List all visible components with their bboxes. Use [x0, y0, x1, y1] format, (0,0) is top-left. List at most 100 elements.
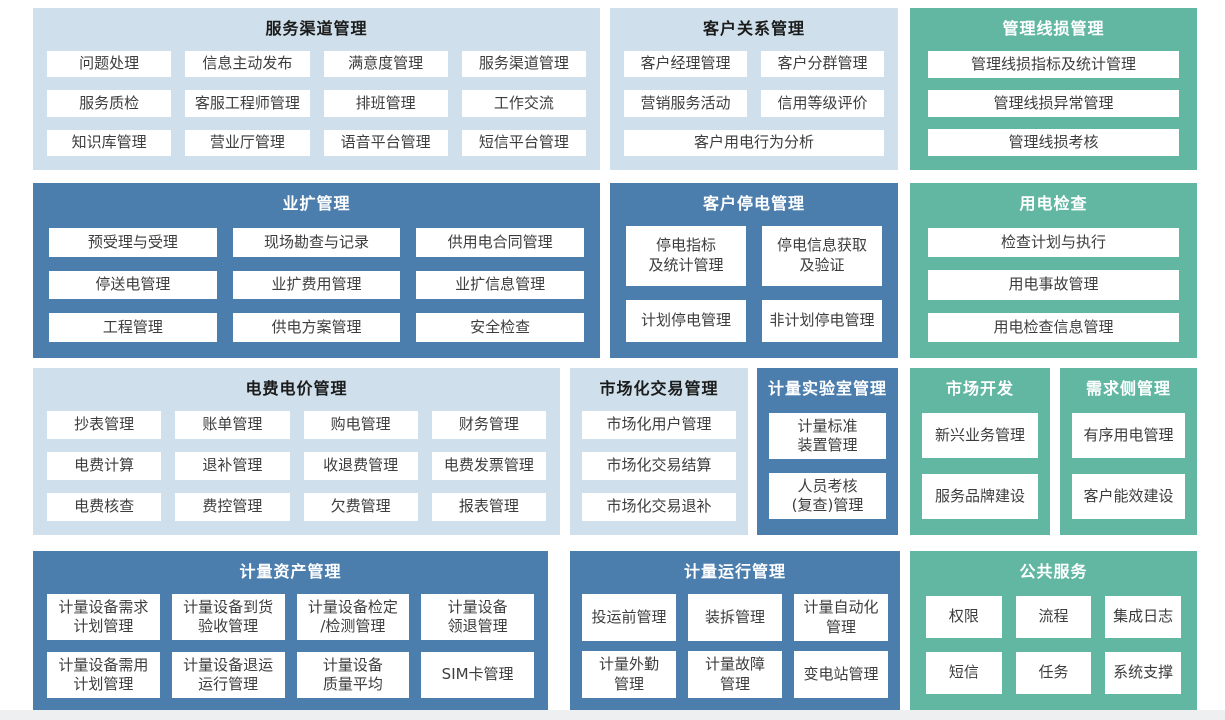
panel-crm: 客户关系管理客户经理管理客户分群管理营销服务活动信用等级评价客户用电行为分析 — [610, 8, 898, 170]
module-item: 服务渠道管理 — [461, 51, 586, 78]
panel-inspection: 用电检查检查计划与执行用电事故管理用电检查信息管理 — [910, 183, 1197, 358]
module-item: 计划停电管理 — [626, 299, 746, 342]
module-item: SIM卡管理 — [421, 652, 534, 698]
panel-line-loss: 管理线损管理管理线损指标及统计管理管理线损异常管理管理线损考核 — [910, 8, 1197, 170]
module-item: 集成日志 — [1105, 596, 1181, 638]
module-item: 业扩信息管理 — [416, 270, 584, 300]
module-item: 短信平台管理 — [461, 129, 586, 156]
module-item: 计量设备检定 /检测管理 — [296, 594, 410, 640]
panel-title: 计量实验室管理 — [767, 379, 887, 398]
panel-demand-side: 需求侧管理有序用电管理客户能效建设 — [1060, 368, 1197, 535]
module-item: 任务 — [1015, 652, 1092, 694]
panel-public-services: 公共服务权限流程集成日志短信任务系统支撑 — [910, 551, 1197, 710]
module-item: 管理线损异常管理 — [928, 90, 1179, 117]
panel-title: 电费电价管理 — [245, 379, 348, 398]
panel-items: 管理线损指标及统计管理管理线损异常管理管理线损考核 — [910, 41, 1197, 170]
module-item: 知识库管理 — [47, 129, 172, 156]
module-item: 抄表管理 — [47, 411, 162, 439]
module-item: 服务质检 — [47, 90, 172, 117]
module-item: 用电检查信息管理 — [928, 312, 1179, 342]
module-item: 计量设备 质量平均 — [296, 652, 410, 698]
panel-title: 需求侧管理 — [1085, 379, 1171, 398]
panel-items: 计量标准 装置管理人员考核 (复查)管理 — [757, 401, 898, 535]
module-item: 客户能效建设 — [1072, 474, 1185, 519]
module-item: 客服工程师管理 — [185, 90, 310, 117]
module-item: 预受理与受理 — [49, 228, 217, 257]
bottom-strip — [0, 710, 1225, 720]
module-item: 计量设备到货 验收管理 — [171, 594, 285, 640]
module-item: 供电方案管理 — [232, 313, 401, 342]
panel-title: 计量运行管理 — [683, 562, 786, 581]
module-item: 检查计划与执行 — [928, 228, 1179, 258]
panel-items: 投运前管理装拆管理计量自动化 管理计量外勤 管理计量故障 管理变电站管理 — [570, 584, 900, 710]
module-item: 停电信息获取 及验证 — [762, 226, 882, 286]
module-item: 服务品牌建设 — [922, 474, 1038, 519]
module-item: 问题处理 — [47, 51, 172, 78]
module-item: 排班管理 — [323, 90, 448, 117]
panel-items: 客户经理管理客户分群管理营销服务活动信用等级评价客户用电行为分析 — [610, 41, 898, 170]
module-item: 语音平台管理 — [323, 129, 448, 156]
panel-items: 检查计划与执行用电事故管理用电检查信息管理 — [910, 216, 1197, 358]
panel-metering-ops: 计量运行管理投运前管理装拆管理计量自动化 管理计量外勤 管理计量故障 管理变电站… — [570, 551, 900, 710]
panel-tariff: 电费电价管理抄表管理账单管理购电管理财务管理电费计算退补管理收退费管理电费发票管… — [33, 368, 560, 535]
panel-items: 市场化用户管理市场化交易结算市场化交易退补 — [570, 401, 748, 535]
module-item: 有序用电管理 — [1072, 413, 1185, 458]
module-item: 计量外勤 管理 — [582, 651, 676, 698]
module-item: 停电指标 及统计管理 — [626, 226, 746, 286]
panel-title: 用电检查 — [1019, 194, 1088, 213]
panel-title: 服务渠道管理 — [265, 19, 368, 38]
panel-title: 业扩管理 — [282, 194, 351, 213]
panel-items: 问题处理信息主动发布满意度管理服务渠道管理服务质检客服工程师管理排班管理工作交流… — [33, 41, 600, 170]
module-item: 营业厅管理 — [185, 129, 310, 156]
module-item: 市场化用户管理 — [582, 411, 736, 439]
module-item: 计量设备需用 计划管理 — [47, 652, 160, 698]
module-item: 购电管理 — [303, 411, 418, 439]
panel-items: 抄表管理账单管理购电管理财务管理电费计算退补管理收退费管理电费发票管理电费核查费… — [33, 401, 560, 535]
panel-title: 计量资产管理 — [239, 562, 342, 581]
panel-service-channel: 服务渠道管理问题处理信息主动发布满意度管理服务渠道管理服务质检客服工程师管理排班… — [33, 8, 600, 170]
module-item: 人员考核 (复查)管理 — [769, 473, 886, 519]
module-item: 权限 — [926, 596, 1002, 638]
module-item: 系统支撑 — [1105, 652, 1181, 694]
module-item: 流程 — [1015, 596, 1092, 638]
module-item: 工作交流 — [461, 90, 586, 117]
module-item: 欠费管理 — [303, 493, 418, 521]
module-item: 信用等级评价 — [761, 90, 884, 117]
module-item: 计量故障 管理 — [688, 651, 782, 698]
module-item: 信息主动发布 — [185, 51, 310, 78]
module-item: 客户经理管理 — [624, 51, 747, 78]
module-item: 停送电管理 — [49, 270, 217, 300]
module-item: 收退费管理 — [303, 452, 418, 480]
module-item: 电费计算 — [47, 452, 162, 480]
panel-market-dev: 市场开发新兴业务管理服务品牌建设 — [910, 368, 1050, 535]
panel-outage: 客户停电管理停电指标 及统计管理停电信息获取 及验证计划停电管理非计划停电管理 — [610, 183, 898, 358]
panel-items: 停电指标 及统计管理停电信息获取 及验证计划停电管理非计划停电管理 — [610, 216, 898, 358]
module-item: 非计划停电管理 — [762, 299, 882, 342]
module-item: 工程管理 — [49, 313, 217, 342]
module-item: 电费核查 — [47, 493, 162, 521]
module-item: 报表管理 — [431, 493, 546, 521]
panel-title: 客户停电管理 — [702, 194, 805, 213]
module-item: 满意度管理 — [323, 51, 448, 78]
panel-metering-assets: 计量资产管理计量设备需求 计划管理计量设备到货 验收管理计量设备检定 /检测管理… — [33, 551, 548, 710]
module-item: 计量自动化 管理 — [794, 594, 888, 641]
panel-items: 有序用电管理客户能效建设 — [1060, 401, 1197, 535]
panel-items: 计量设备需求 计划管理计量设备到货 验收管理计量设备检定 /检测管理计量设备 领… — [33, 584, 548, 710]
panel-items: 权限流程集成日志短信任务系统支撑 — [910, 584, 1197, 710]
module-item: 现场勘查与记录 — [232, 228, 401, 257]
panel-title: 市场化交易管理 — [599, 379, 719, 398]
module-item: 新兴业务管理 — [922, 413, 1038, 458]
panel-title: 客户关系管理 — [702, 19, 805, 38]
module-item: 计量标准 装置管理 — [769, 413, 886, 459]
panel-title: 公共服务 — [1019, 562, 1088, 581]
panel-title: 市场开发 — [945, 379, 1014, 398]
panel-business-expansion: 业扩管理预受理与受理现场勘查与记录供用电合同管理停送电管理业扩费用管理业扩信息管… — [33, 183, 600, 358]
module-item: 计量设备退运 运行管理 — [171, 652, 285, 698]
module-item: 计量设备 领退管理 — [421, 594, 534, 640]
panel-items: 新兴业务管理服务品牌建设 — [910, 401, 1050, 535]
module-item: 市场化交易结算 — [582, 452, 736, 480]
module-item: 装拆管理 — [688, 594, 782, 641]
module-item: 管理线损考核 — [928, 129, 1179, 156]
panel-metering-lab: 计量实验室管理计量标准 装置管理人员考核 (复查)管理 — [757, 368, 898, 535]
